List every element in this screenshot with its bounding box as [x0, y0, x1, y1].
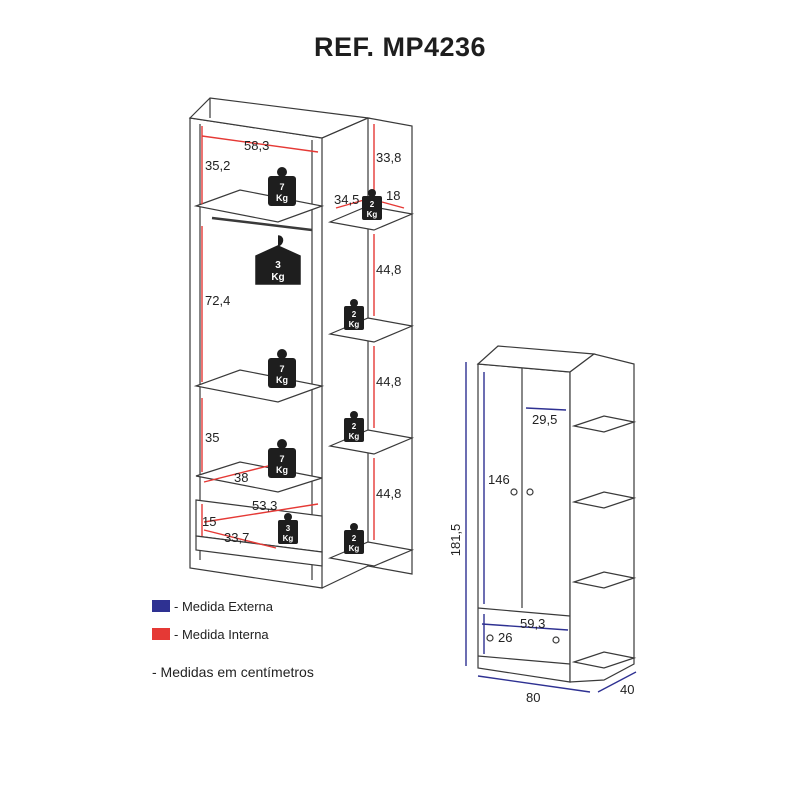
weight-value: 3: [275, 260, 281, 271]
side-divider: [321, 117, 369, 139]
internal-swatch: [152, 628, 170, 640]
weight-icon-side-4: 2 Kg: [344, 523, 364, 554]
label-side-shelf-3: 44,8: [376, 374, 401, 389]
weight-icon-side-1: 2 Kg: [362, 189, 382, 220]
weight-unit: Kg: [283, 534, 294, 543]
label-side-width: 18: [386, 188, 400, 203]
label-drawer-width: 53,3: [252, 498, 277, 513]
label-lower-compartment: 35: [205, 430, 219, 445]
weight-unit: Kg: [276, 465, 288, 475]
weight-icon-shelf-lower: 7 Kg: [268, 439, 296, 478]
label-side-top: 33,8: [376, 150, 401, 165]
ext-side-shelf-4: [571, 651, 637, 669]
side-column-outline: [367, 117, 413, 575]
shelf-middle: [193, 369, 325, 403]
units-note: - Medidas em centímetros: [152, 664, 314, 680]
door-knob-right: [526, 488, 534, 496]
ext-side-shelf-1: [571, 415, 637, 433]
label-width: 80: [526, 690, 540, 705]
label-drawer-width: 59,3: [520, 616, 545, 631]
weight-icon-shelf-top: 7 Kg: [268, 167, 296, 206]
weight-icon-side-2: 2 Kg: [344, 299, 364, 330]
drawer-knob-right: [552, 636, 560, 644]
label-door-height: 146: [488, 472, 510, 487]
weight-unit: Kg: [276, 193, 288, 203]
legend-internal-label: - Medida Interna: [174, 626, 269, 642]
drawer-knob-left: [486, 634, 494, 642]
label-top-compartment: 35,2: [205, 158, 230, 173]
legend-external: - Medida Externa: [152, 598, 273, 614]
external-dimension-lines: [465, 362, 637, 693]
weight-value: 2: [352, 310, 357, 319]
product-reference-title: REF. MP4236: [313, 32, 487, 62]
hanging-rod: [211, 216, 313, 232]
drawer-front: [195, 535, 323, 567]
label-height: 181,5: [448, 524, 463, 557]
label-side-depth: 34,5: [334, 192, 359, 207]
weight-unit: Kg: [349, 320, 360, 329]
weight-value: 2: [352, 534, 357, 543]
shelf-top: [193, 189, 325, 223]
weight-value: 2: [370, 200, 375, 209]
label-hanging-space: 72,4: [205, 293, 230, 308]
weight-unit: Kg: [271, 272, 284, 283]
label-side-shelf-2: 44,8: [376, 262, 401, 277]
door-bottom: [477, 607, 571, 617]
side-bottom: [321, 565, 369, 589]
label-side-shelf-4: 44,8: [376, 486, 401, 501]
weight-value: 2: [352, 422, 357, 431]
weight-icon-drawer: 3 Kg: [278, 513, 298, 544]
ext-side-shelf-3: [571, 571, 637, 589]
weight-icon-shelf-middle: 7 Kg: [268, 349, 296, 388]
internal-dimension-labels: 58,3 35,2 72,4 35 38 53,3 15 33,7 33,8 3…: [202, 138, 401, 545]
label-drawer-height: 26: [498, 630, 512, 645]
weight-badges: 7 Kg 3 Kg 7 Kg 7 Kg: [255, 167, 382, 554]
legend-external-label: - Medida Externa: [174, 598, 273, 614]
label-left-width: 58,3: [244, 138, 269, 153]
weight-value: 7: [279, 454, 284, 464]
shelf-lower: [195, 461, 323, 493]
label-door-width: 29,5: [532, 412, 557, 427]
weight-value: 7: [279, 182, 284, 192]
exterior-view: [476, 345, 637, 683]
door-knob-left: [510, 488, 518, 496]
label-drawer-inner-depth: 33,7: [224, 530, 249, 545]
legend-internal: - Medida Interna: [152, 626, 269, 642]
label-drawer-height: 15: [202, 514, 216, 529]
label-depth: 40: [620, 682, 634, 697]
weight-icon-side-3: 2 Kg: [344, 411, 364, 442]
label-drawer-depth: 38: [234, 470, 248, 485]
ext-side-shelf-2: [571, 491, 637, 509]
weight-unit: Kg: [276, 375, 288, 385]
weight-value: 3: [286, 524, 291, 533]
external-swatch: [152, 600, 170, 612]
exterior-side-column: [569, 353, 635, 683]
weight-unit: Kg: [349, 544, 360, 553]
internal-dimension-lines: [201, 124, 405, 549]
weight-unit: Kg: [349, 432, 360, 441]
weight-value: 7: [279, 364, 284, 374]
external-dimension-labels: 181,5 146 29,5 59,3 26 80 40: [448, 412, 634, 705]
weight-unit: Kg: [367, 210, 378, 219]
drawer-bottom: [477, 655, 571, 665]
hanger-weight-icon: 3 Kg: [255, 235, 301, 285]
